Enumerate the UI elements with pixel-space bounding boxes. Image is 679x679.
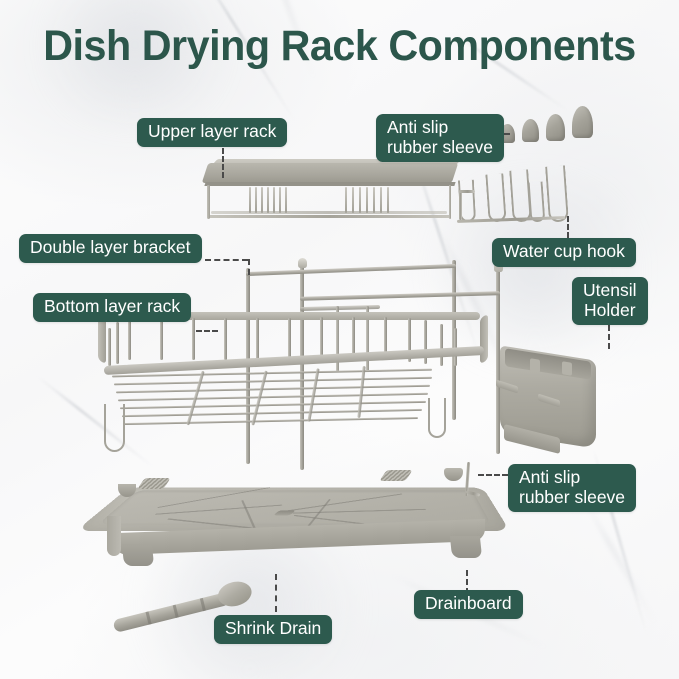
leader-drainboard [466, 570, 468, 594]
drainboard-part [75, 466, 510, 586]
label-bottom-layer-rack[interactable]: Bottom layer rack [33, 293, 192, 322]
leader-double-layer-bracket-drop [248, 259, 250, 275]
anti-slip-cap [572, 106, 593, 138]
anti-slip-foot-cap [444, 468, 463, 481]
bracket-crossbar [246, 263, 456, 276]
drainboard-foot [121, 544, 155, 566]
marble-vein [580, 496, 660, 628]
drainboard-side-wall [107, 516, 121, 556]
label-upper-layer-rack[interactable]: Upper layer rack [137, 118, 288, 147]
bottom-layer-rack-part [98, 312, 488, 457]
upper-layer-rack-part [201, 159, 462, 225]
leader-anti-slip-bottom [478, 474, 508, 476]
upper-rack-tray [201, 163, 459, 183]
anti-slip-cap [522, 119, 539, 142]
hook-side-wire [459, 190, 462, 220]
drainboard-foot [449, 536, 483, 558]
bracket-post [496, 268, 500, 454]
basket-right-rim [480, 313, 488, 365]
utensil-holder-divider [530, 358, 540, 373]
leader-water-cup-hook [567, 216, 569, 238]
anti-slip-cap [546, 114, 565, 141]
basket-side-clip [428, 398, 446, 438]
bracket-knob [494, 262, 503, 272]
leader-bottom-layer-rack [196, 330, 218, 332]
page-title: Dish Drying Rack Components [43, 22, 636, 70]
drainboard-spout [118, 484, 136, 497]
leader-shrink-drain [275, 574, 277, 612]
upper-rack-wire-frame [207, 185, 451, 219]
basket-back-rim [108, 312, 480, 320]
label-drainboard[interactable]: Drainboard [414, 590, 523, 619]
leader-upper-layer-rack [222, 148, 224, 178]
bracket-post [366, 306, 369, 372]
hook-side-wire [459, 190, 475, 193]
bracket-post [300, 264, 304, 470]
label-shrink-drain[interactable]: Shrink Drain [214, 615, 333, 644]
label-anti-slip-rubber-sleeve-bottom[interactable]: Anti slip rubber sleeve [508, 464, 637, 512]
label-utensil-holder[interactable]: Utensil Holder [572, 277, 648, 325]
bracket-knob [298, 258, 307, 268]
bracket-post [336, 306, 339, 372]
water-cup-hook-part [455, 165, 595, 226]
hook-prong [545, 165, 569, 223]
label-double-layer-bracket[interactable]: Double layer bracket [19, 234, 202, 263]
utensil-holder-part [496, 345, 600, 455]
label-water-cup-hook[interactable]: Water cup hook [492, 238, 636, 267]
label-anti-slip-rubber-sleeve-top[interactable]: Anti slip rubber sleeve [376, 114, 505, 162]
utensil-holder-divider [562, 361, 572, 376]
drainboard-basin [97, 487, 492, 537]
shrink-drain-tube [112, 591, 231, 633]
bracket-crossbar [299, 291, 501, 301]
basket-side-clip [104, 404, 125, 452]
hook-prong [485, 173, 507, 223]
leader-utensil-holder [608, 325, 610, 349]
leader-double-layer-bracket [205, 259, 248, 261]
drainboard-grate [379, 470, 413, 481]
